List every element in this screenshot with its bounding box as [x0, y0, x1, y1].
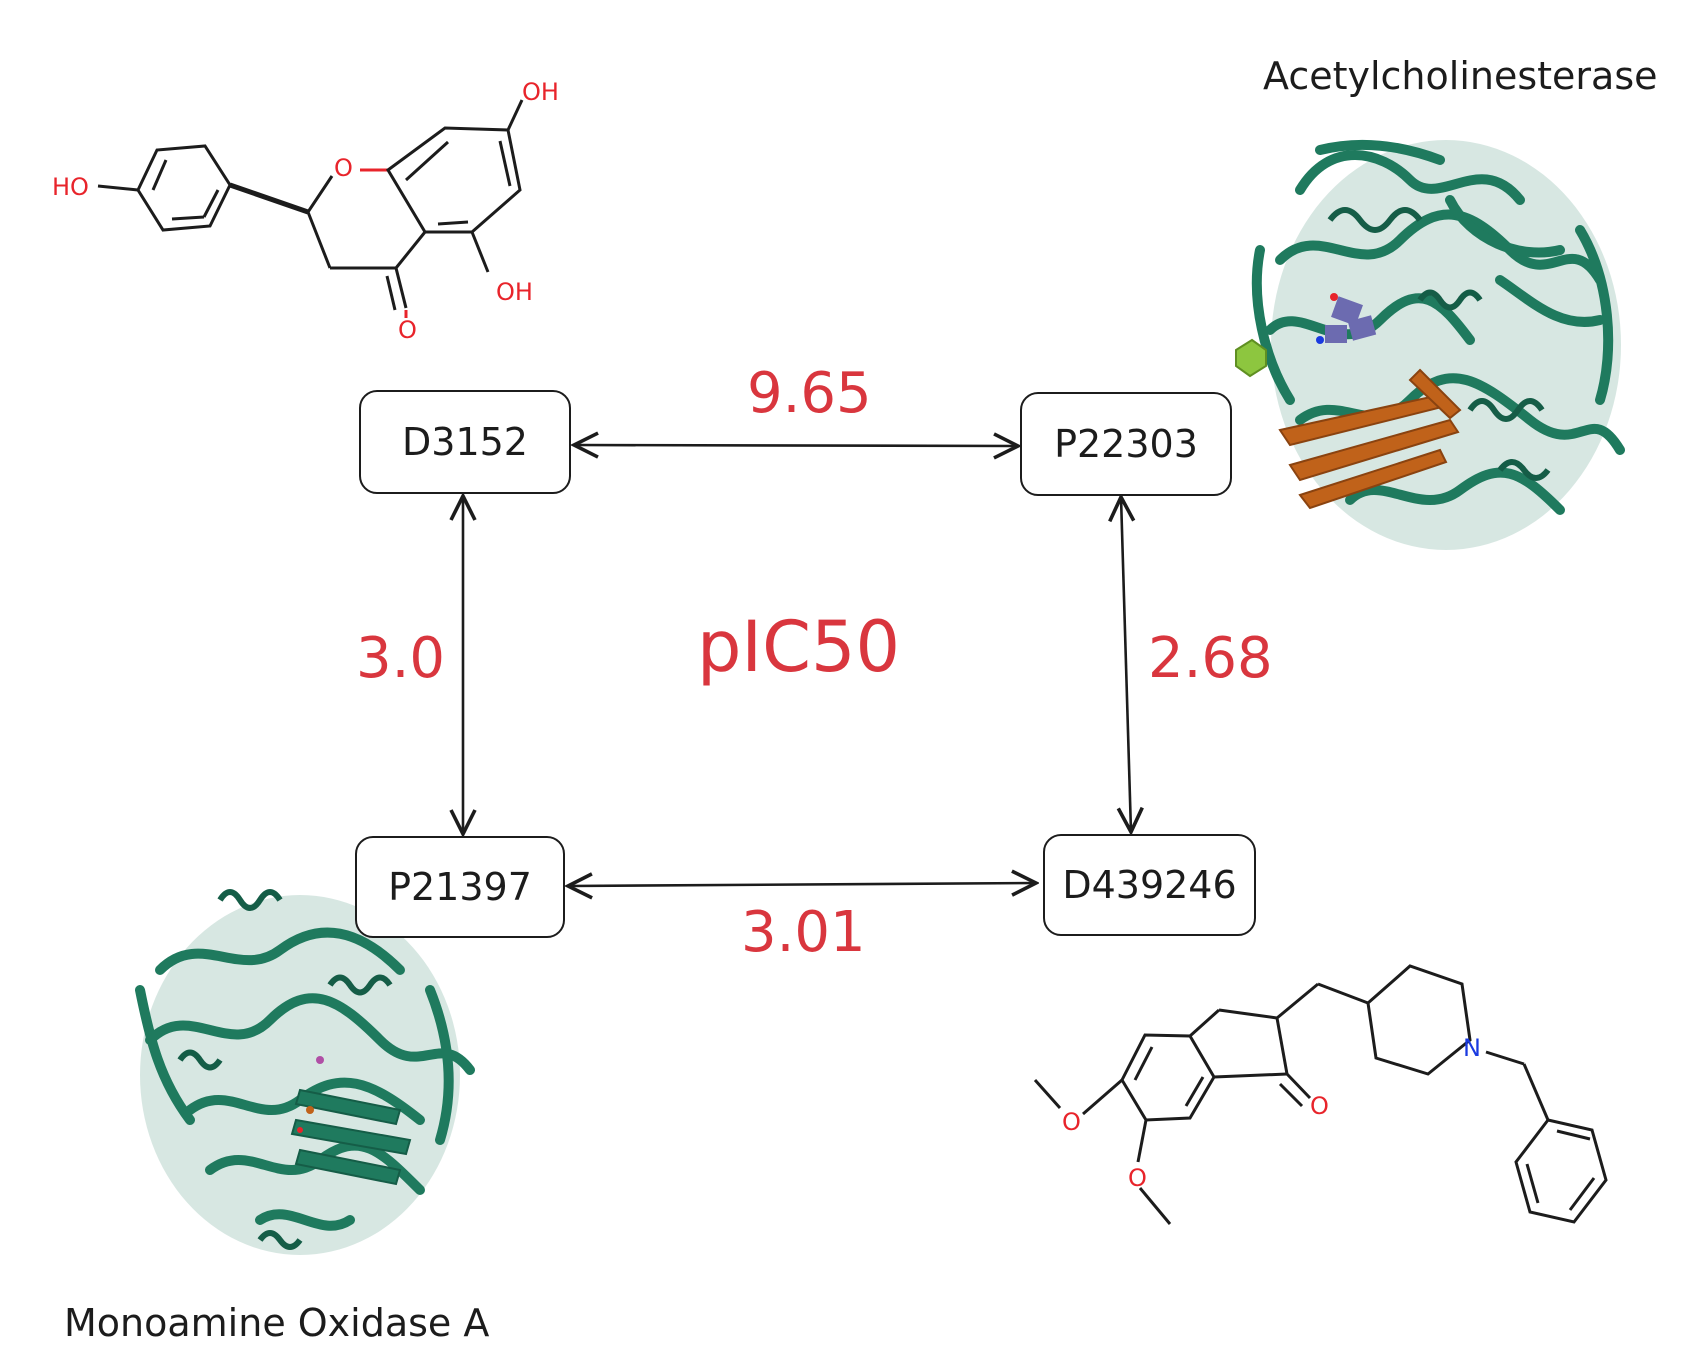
atom-o-methoxy-top: O [1062, 1108, 1081, 1136]
node-p22303: P22303 [1020, 392, 1232, 496]
edge-value-d3152-p22303: 9.65 [747, 361, 872, 426]
node-p21397: P21397 [355, 836, 565, 938]
atom-oh-top: OH [522, 78, 559, 106]
molecule-bottom-right [1033, 964, 1608, 1225]
atom-o-methoxy-bottom: O [1128, 1164, 1147, 1192]
node-d3152: D3152 [359, 390, 571, 494]
atom-o-ring: O [334, 154, 353, 182]
edge-d3152-p22303 [574, 445, 1018, 446]
edge-p22303-d439246 [1121, 497, 1131, 832]
protein-acetylcholinesterase-image [1235, 139, 1625, 550]
atom-n: N [1463, 1034, 1481, 1062]
atom-o-ketone-2: O [1310, 1092, 1329, 1120]
node-p22303-label: P22303 [1054, 422, 1198, 466]
edge-p21397-d439246 [568, 883, 1036, 886]
center-label-pic50: pIC50 [697, 606, 901, 688]
atom-oh-bottom: OH [496, 278, 533, 306]
protein-label-acetylcholinesterase: Acetylcholinesterase [1263, 54, 1658, 98]
node-d439246: D439246 [1043, 834, 1256, 936]
node-d439246-label: D439246 [1062, 863, 1237, 907]
atom-o-ketone: O [398, 316, 417, 344]
atom-ho: HO [52, 173, 89, 201]
edge-value-d3152-p21397: 3.0 [356, 626, 446, 691]
node-d3152-label: D3152 [402, 420, 528, 464]
molecule-top-left [97, 99, 524, 318]
edge-value-p21397-d439246: 3.01 [741, 900, 866, 965]
protein-monoamine-oxidase-a-image [135, 889, 475, 1255]
edge-value-p22303-d439246: 2.68 [1148, 626, 1273, 691]
node-p21397-label: P21397 [388, 865, 532, 909]
protein-label-monoamine-oxidase-a: Monoamine Oxidase A [64, 1301, 489, 1345]
